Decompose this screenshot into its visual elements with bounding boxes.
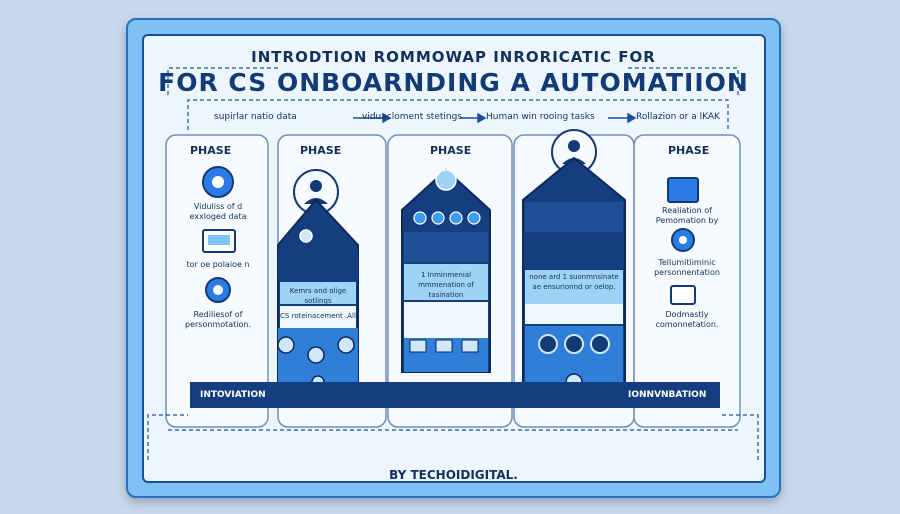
tag2-text-1: 1 Inminmenial mmmenation of tasination xyxy=(418,271,474,299)
top-label-1: supirlar natio data xyxy=(214,112,297,122)
right-panel-icons xyxy=(667,177,699,305)
top-label-2: viduacloment stetings xyxy=(362,112,463,122)
top-frame-dashes xyxy=(167,67,739,130)
diagram-graphics xyxy=(147,67,759,460)
phase-label-3: PHASE xyxy=(430,144,472,157)
footer-credit: BY TECHOIDIGITAL. xyxy=(389,468,518,482)
tag1-text-1: Kemrs and olige sotlings xyxy=(289,287,347,305)
phase-label-1: PHASE xyxy=(190,144,232,157)
document-icon xyxy=(670,285,696,305)
phase-label-2: PHASE xyxy=(300,144,342,157)
title-line-2: FOR CS ONBOARNDING A AUTOMATIION xyxy=(158,68,749,97)
right-panel-text-1: Realiation of Pemomation by xyxy=(655,206,719,225)
left-panel-text-1: Viduliss of d exxloged data xyxy=(189,202,247,221)
band-right-label: IONNVNBATION xyxy=(628,390,707,400)
infographic-card: INTRODTION ROMMOWAP INRORICATIC FOR FOR … xyxy=(126,18,781,498)
phase-label-4: PHASE xyxy=(668,144,710,157)
tag-card-2 xyxy=(401,168,491,373)
top-label-arrows xyxy=(353,112,637,124)
left-panel-text-2: tor oe polaioe n xyxy=(186,260,250,269)
left-panel-text-3: Rediliesof of personmotation. xyxy=(184,310,251,329)
title-line-1: INTRODTION ROMMOWAP INRORICATIC FOR xyxy=(251,48,656,66)
bottom-band xyxy=(147,382,759,460)
left-panel-icons xyxy=(202,166,236,303)
right-panel-text-3: Dodmastly comonnetation. xyxy=(655,310,719,329)
tag1-text-2: CS roteinacement .All xyxy=(280,312,356,320)
top-label-4: Rollazion or a lKAK xyxy=(636,112,720,122)
band-left-label: INTOVIATION xyxy=(200,390,266,400)
top-label-3: Human win rooing tasks xyxy=(486,112,595,122)
tag2-top-icon xyxy=(435,169,457,191)
tag-card-3 xyxy=(522,129,626,393)
right-panel-text-2: Tellumitiiminic personnentation xyxy=(654,258,720,277)
dashboard-icon xyxy=(667,177,699,203)
tag3-text-1: none ard 1 suonmnsinate ae ensurionnd or… xyxy=(529,273,619,291)
